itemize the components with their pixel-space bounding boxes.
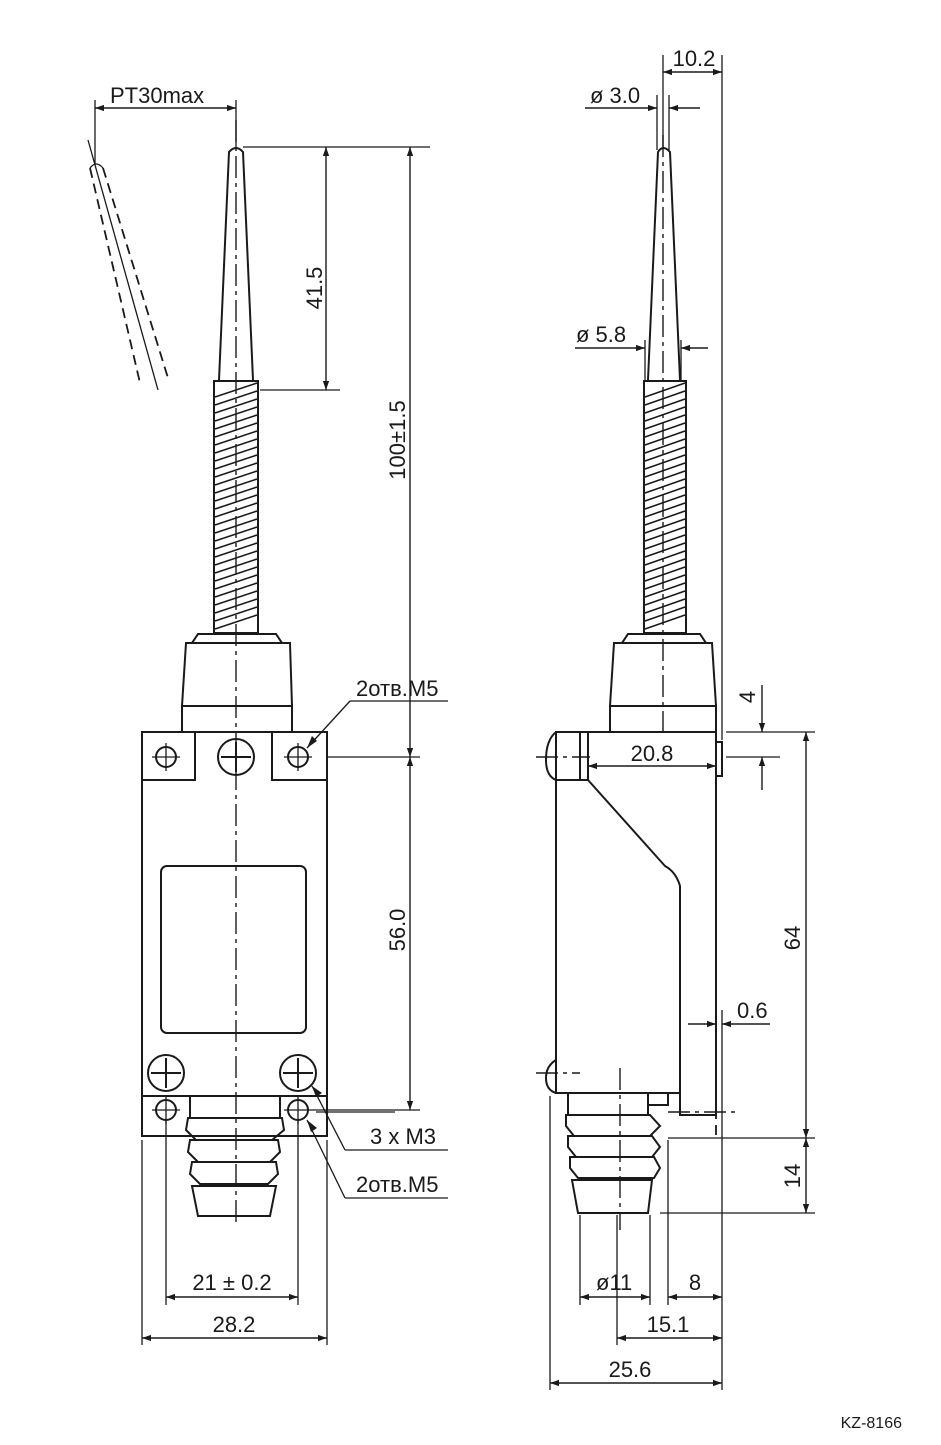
spring-coil-line: [644, 550, 686, 566]
label-top-recess: 4: [735, 691, 760, 703]
spring-coil-line: [644, 382, 686, 398]
label-holes-bottom: 2отв.M5: [356, 1172, 438, 1197]
spring-coil-line: [644, 462, 686, 478]
spring-coil-line: [644, 446, 686, 462]
label-pretravel: PT30max: [110, 83, 204, 108]
screw-bottom-left: [147, 1054, 185, 1092]
dim-spring-diameter: ø 5.8: [575, 322, 708, 382]
label-gland-height: 14: [780, 1164, 805, 1188]
spring-coil-line: [214, 534, 258, 550]
spring-coil-line: [644, 566, 686, 582]
spring-coil-line: [644, 502, 686, 518]
switch-body-side: [544, 731, 723, 1116]
spring-coil-line: [214, 606, 258, 622]
spring-coil-line: [644, 470, 686, 486]
cable-gland-front: [184, 1095, 286, 1217]
spring-coil-hatching-side: [644, 382, 686, 630]
leader-screws-m3: 3 x M3: [311, 1085, 448, 1151]
spring-coil-line: [644, 518, 686, 534]
dim-side-depth: 20.8: [588, 741, 716, 770]
spring-coil-line: [644, 390, 686, 406]
label-holes-top: 2отв.M5: [356, 676, 438, 701]
label-side-total-depth: 25.6: [609, 1357, 652, 1382]
label-gland-diameter: ø11: [596, 1270, 632, 1295]
spring-coil-line: [644, 542, 686, 558]
dim-body-width: 28.2: [141, 1140, 328, 1345]
spring-coil-line: [644, 398, 686, 414]
spring-coil-line: [644, 494, 686, 510]
spring-coil-line: [214, 614, 258, 630]
spring-coil-line: [644, 478, 686, 494]
side-view: 10.2 ø 3.0 ø 5.8 4 20: [536, 46, 815, 1390]
spring-coil-line: [644, 510, 686, 526]
dim-rod-offset: 10.2: [662, 46, 723, 740]
dim-top-recess: 4: [726, 685, 815, 790]
dim-body-height: 64: [668, 732, 815, 1139]
dim-gland-center-offset: 15.1: [616, 1215, 722, 1345]
spring-coil-line: [644, 430, 686, 446]
spring-coil-line: [644, 406, 686, 422]
spring-coil-line: [214, 390, 258, 406]
spring-coil-line: [644, 454, 686, 470]
label-spring-diameter: ø 5.8: [576, 322, 626, 347]
label-screws-m3: 3 x M3: [370, 1124, 436, 1149]
spring-coil-line: [644, 438, 686, 454]
leader-holes-bottom: 2отв.M5: [306, 1119, 448, 1199]
spring-coil-line: [644, 558, 686, 574]
spring-coil-line: [644, 534, 686, 550]
drawing-code: KZ-8166: [841, 1415, 902, 1432]
spring-coil-line: [644, 598, 686, 614]
dim-gland-diameter: ø11: [579, 1215, 651, 1305]
label-hole-spacing-horizontal: 21 ± 0.2: [192, 1270, 271, 1295]
label-gland-offset: 8: [689, 1270, 701, 1295]
dim-actuator-height: 100±1.5: [327, 147, 420, 758]
label-rod-tip-length: 41.5: [302, 267, 327, 310]
spring-coil-line: [214, 470, 258, 486]
spring-coil-line: [644, 582, 686, 598]
label-offset-step: 0.6: [737, 998, 768, 1023]
label-rod-tip-diameter: ø 3.0: [590, 83, 640, 108]
spring-coil-line: [644, 414, 686, 430]
dim-hole-spacing-horizontal: 21 ± 0.2: [165, 1120, 299, 1305]
dim-side-total-depth: 25.6: [549, 1096, 722, 1390]
cable-gland-side: [565, 1092, 662, 1214]
spring-coil-line: [644, 574, 686, 590]
spring-rod-side: [643, 147, 687, 634]
dim-offset-step: 0.6: [688, 998, 770, 1140]
dim-rod-tip-length: 41.5: [243, 146, 430, 391]
label-body-width: 28.2: [213, 1312, 256, 1337]
spring-coil-line: [644, 486, 686, 502]
label-gland-center-offset: 15.1: [647, 1312, 690, 1337]
dim-rod-tip-diameter: ø 3.0: [585, 83, 700, 150]
dim-gland-height: 14: [660, 1138, 815, 1214]
spring-coil-line: [214, 398, 258, 414]
spring-coil-line: [644, 526, 686, 542]
spring-coil-line: [214, 542, 258, 558]
actuator-head: [180, 633, 294, 733]
switch-body-front: [141, 731, 328, 1137]
label-side-depth: 20.8: [631, 741, 674, 766]
spring-coil-line: [644, 606, 686, 622]
label-body-height: 64: [780, 926, 805, 950]
deflected-rod-outline: [87, 139, 169, 391]
spring-coil-line: [644, 422, 686, 438]
label-actuator-height: 100±1.5: [385, 400, 410, 479]
screw-bottom-right: [279, 1054, 317, 1092]
label-rod-offset: 10.2: [673, 46, 716, 71]
dim-gland-offset: 8: [667, 1140, 723, 1390]
front-view: PT30max 41.5 100±1.5 56.0 2отв.M5: [87, 83, 448, 1345]
dim-hole-spacing-vertical: 56.0: [312, 757, 420, 1111]
spring-coil-line: [214, 462, 258, 478]
label-hole-spacing-vertical: 56.0: [385, 909, 410, 952]
spring-coil-line: [644, 614, 686, 630]
leader-holes-top: 2отв.M5: [306, 676, 448, 749]
dim-pretravel: PT30max: [94, 83, 237, 165]
spring-coil-line: [644, 590, 686, 606]
